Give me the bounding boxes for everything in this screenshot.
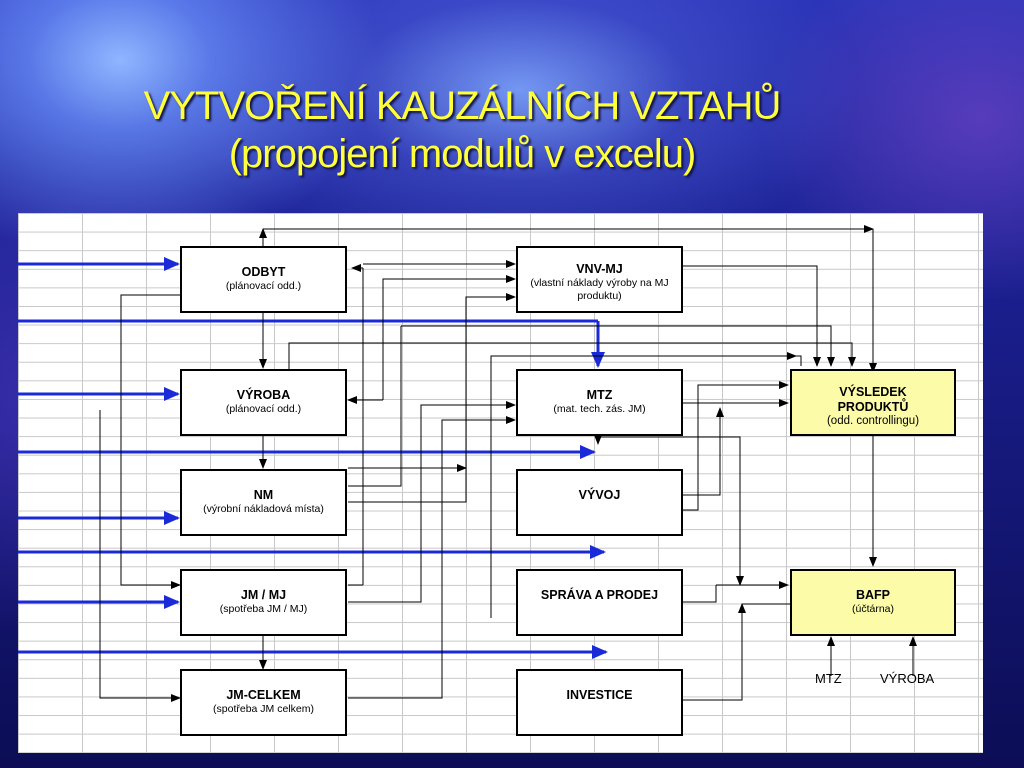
box-jm-celkem: JM-CELKEM (spotřeba JM celkem)	[180, 669, 347, 736]
label-mtz: MTZ	[815, 671, 842, 686]
box-bafp-subtitle: (účtárna)	[851, 603, 894, 615]
box-odbyt-title: ODBYT	[241, 265, 286, 279]
slide-title-line2: (propojení modulů v excelu)	[228, 132, 697, 176]
box-nm-title: NM	[253, 488, 274, 502]
box-jm-mj-subtitle: (spotřeba JM / MJ)	[219, 603, 308, 615]
box-vnv-mj-title: VNV-MJ	[576, 262, 623, 276]
box-jm-mj-title: JM / MJ	[240, 588, 287, 602]
slide-title-line1: VYTVOŘENÍ KAUZÁLNÍCH VZTAHŮ	[143, 84, 782, 128]
slide-title: VYTVOŘENÍ KAUZÁLNÍCH VZTAHŮ (propojení m…	[0, 82, 924, 178]
box-mtz-title: MTZ	[586, 388, 613, 402]
box-vysledek-subtitle: (odd. controllingu)	[826, 415, 920, 427]
box-vyroba-title: VÝROBA	[236, 388, 291, 402]
box-jm-celkem-title: JM-CELKEM	[226, 688, 301, 702]
box-vysledek-produktu: VÝSLEDEK PRODUKTŮ (odd. controllingu)	[790, 369, 956, 436]
box-nm-subtitle: (výrobní nákladová místa)	[203, 503, 324, 515]
box-odbyt-subtitle: (plánovací odd.)	[225, 280, 302, 292]
box-vnv-mj: VNV-MJ (vlastní náklady výroby na MJ pro…	[516, 246, 683, 313]
box-vyvoj: VÝVOJ	[516, 469, 683, 536]
box-sprava-a-prodej: SPRÁVA A PRODEJ	[516, 569, 683, 636]
box-jm-celkem-subtitle: (spotřeba JM celkem)	[213, 703, 314, 715]
box-odbyt: ODBYT (plánovací odd.)	[180, 246, 347, 313]
box-vyroba-subtitle: (plánovací odd.)	[225, 403, 302, 415]
box-mtz-subtitle: (mat. tech. zás. JM)	[553, 403, 646, 415]
box-vyroba: VÝROBA (plánovací odd.)	[180, 369, 347, 436]
box-sprava-title: SPRÁVA A PRODEJ	[540, 588, 659, 602]
box-bafp: BAFP (účtárna)	[790, 569, 956, 636]
box-vyvoj-title: VÝVOJ	[578, 488, 621, 502]
box-jm-mj: JM / MJ (spotřeba JM / MJ)	[180, 569, 347, 636]
box-bafp-title: BAFP	[855, 588, 891, 602]
box-investice-title: INVESTICE	[566, 688, 633, 702]
excel-sheet-grid	[18, 213, 983, 753]
box-mtz: MTZ (mat. tech. zás. JM)	[516, 369, 683, 436]
box-nm: NM (výrobní nákladová místa)	[180, 469, 347, 536]
label-vyroba: VÝROBA	[880, 671, 935, 686]
box-investice: INVESTICE	[516, 669, 683, 736]
box-vysledek-title: VÝSLEDEK PRODUKTŮ	[837, 385, 909, 414]
box-vnv-mj-subtitle: (vlastní náklady výroby na MJ produktu)	[530, 277, 669, 302]
